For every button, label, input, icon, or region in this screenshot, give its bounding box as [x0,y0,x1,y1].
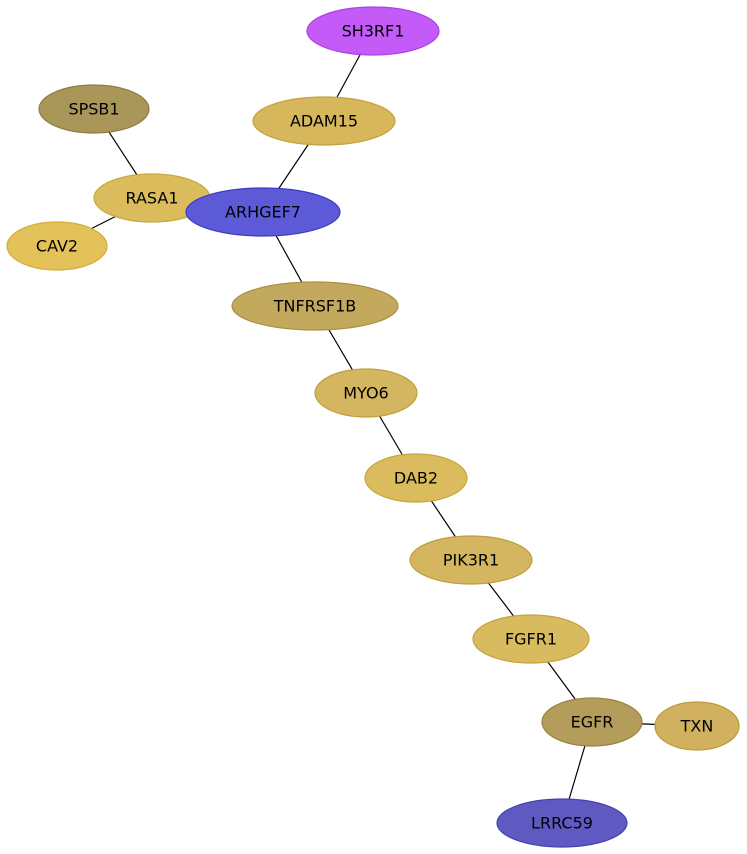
node-arhgef7[interactable]: ARHGEF7 [185,187,341,237]
node-txn[interactable]: TXN [654,701,740,751]
node-sh3rf1[interactable]: SH3RF1 [306,6,440,56]
node-label-dab2: DAB2 [394,469,438,488]
node-shape-sh3rf1 [306,6,440,56]
node-shape-txn [654,701,740,751]
node-shape-fgfr1 [472,614,590,664]
node-label-fgfr1: FGFR1 [505,630,557,649]
node-label-rasa1: RASA1 [126,189,179,208]
node-shape-myo6 [314,368,418,418]
node-label-lrrc59: LRRC59 [531,814,593,833]
node-shape-spsb1 [38,84,150,134]
node-label-sh3rf1: SH3RF1 [342,22,405,41]
node-label-tnfrsf1b: TNFRSF1B [273,297,357,316]
nodes-layer: SH3RF1SPSB1ADAM15RASA1ARHGEF7CAV2TNFRSF1… [6,6,740,848]
node-label-arhgef7: ARHGEF7 [225,203,301,222]
node-pik3r1[interactable]: PIK3R1 [409,535,533,585]
node-shape-lrrc59 [496,798,628,848]
node-adam15[interactable]: ADAM15 [252,96,396,146]
node-myo6[interactable]: MYO6 [314,368,418,418]
node-label-txn: TXN [680,717,714,736]
node-rasa1[interactable]: RASA1 [93,173,211,223]
node-spsb1[interactable]: SPSB1 [38,84,150,134]
node-dab2[interactable]: DAB2 [364,453,468,503]
node-shape-egfr [541,697,643,747]
node-label-adam15: ADAM15 [290,112,358,131]
node-tnfrsf1b[interactable]: TNFRSF1B [231,281,399,331]
node-label-pik3r1: PIK3R1 [443,551,499,570]
node-label-spsb1: SPSB1 [68,100,119,119]
node-shape-cav2 [6,221,108,271]
node-shape-arhgef7 [185,187,341,237]
node-label-egfr: EGFR [571,713,614,732]
node-shape-dab2 [364,453,468,503]
node-cav2[interactable]: CAV2 [6,221,108,271]
node-shape-tnfrsf1b [231,281,399,331]
node-shape-adam15 [252,96,396,146]
node-lrrc59[interactable]: LRRC59 [496,798,628,848]
node-label-myo6: MYO6 [343,384,388,403]
node-fgfr1[interactable]: FGFR1 [472,614,590,664]
node-egfr[interactable]: EGFR [541,697,643,747]
node-label-cav2: CAV2 [36,237,78,256]
node-shape-pik3r1 [409,535,533,585]
